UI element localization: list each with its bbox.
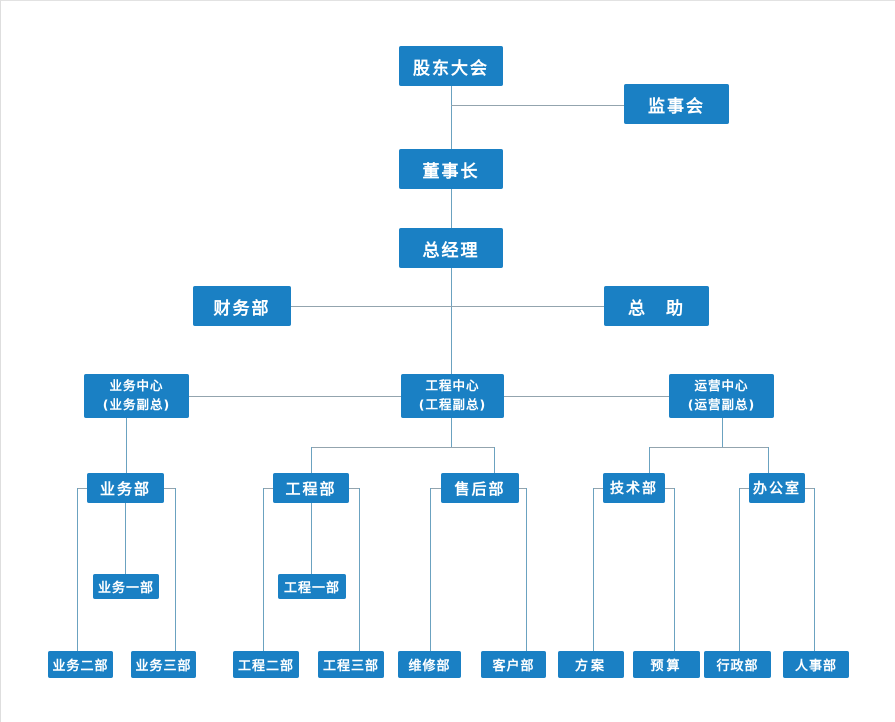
connector-line (451, 189, 452, 228)
node-office: 办公室 (749, 473, 805, 503)
node-sublabel: (业务副总) (102, 397, 171, 412)
node-sublabel: (工程副总) (418, 397, 487, 412)
node-maintenance-dept: 维修部 (398, 651, 461, 678)
connector-line (349, 488, 359, 489)
connector-line (311, 503, 312, 574)
connector-line (451, 268, 452, 375)
connector-line (189, 396, 401, 397)
connector-line (175, 488, 176, 651)
node-finance-dept: 财务部 (193, 286, 291, 326)
node-chairman: 董事长 (399, 149, 503, 189)
connector-line (649, 447, 650, 473)
connector-line (430, 488, 441, 489)
node-business-div1: 业务一部 (93, 574, 159, 599)
node-operations-center: 运营中心 (运营副总) (669, 374, 774, 418)
connector-line (311, 447, 494, 448)
node-customer-dept: 客户部 (481, 651, 546, 678)
connector-line (126, 418, 127, 473)
node-supervisory-board: 监事会 (624, 84, 729, 124)
connector-line (674, 488, 675, 651)
node-engineering-dept: 工程部 (273, 473, 349, 503)
connector-line (649, 447, 769, 448)
node-shareholders-meeting: 股东大会 (399, 46, 503, 86)
node-engineering-div3: 工程三部 (318, 651, 384, 678)
connector-line (722, 418, 723, 447)
node-aftersales-dept: 售后部 (441, 473, 519, 503)
connector-line (494, 447, 495, 473)
node-proposal-team: 方案 (558, 651, 624, 678)
node-business-dept: 业务部 (87, 473, 164, 503)
connector-line (291, 306, 604, 307)
connector-line (77, 488, 78, 651)
node-business-div2: 业务二部 (48, 651, 113, 678)
node-label: 业务中心 (109, 378, 164, 394)
connector-line (504, 396, 669, 397)
connector-line (804, 488, 814, 489)
node-hr-dept: 人事部 (783, 651, 849, 678)
node-engineering-div2: 工程二部 (233, 651, 299, 678)
node-engineering-div1: 工程一部 (278, 574, 346, 599)
connector-line (359, 488, 360, 651)
connector-line (263, 488, 273, 489)
node-engineering-center: 工程中心 (工程副总) (401, 374, 504, 418)
node-general-manager: 总经理 (399, 228, 503, 268)
connector-line (739, 488, 749, 489)
connector-line (593, 488, 594, 651)
connector-line (526, 488, 527, 651)
node-sublabel: (运营副总) (687, 397, 756, 412)
connector-line (593, 488, 603, 489)
connector-line (519, 488, 527, 489)
node-technology-dept: 技术部 (603, 473, 665, 503)
connector-line (451, 418, 452, 447)
connector-line (768, 447, 769, 473)
node-gm-assistant: 总 助 (604, 286, 709, 326)
node-admin-dept: 行政部 (704, 651, 771, 678)
connector-line (814, 488, 815, 651)
connector-line (125, 503, 126, 574)
node-business-center: 业务中心 (业务副总) (84, 374, 189, 418)
connector-line (77, 488, 87, 489)
node-budget-team: 预算 (633, 651, 700, 678)
connector-line (263, 488, 264, 651)
connector-line (739, 488, 740, 651)
connector-line (311, 447, 312, 473)
connector-line (451, 105, 624, 106)
node-label: 运营中心 (694, 378, 749, 394)
connector-line (430, 488, 431, 651)
connector-line (451, 86, 452, 149)
node-business-div3: 业务三部 (131, 651, 196, 678)
connector-line (663, 488, 674, 489)
connector-line (164, 488, 175, 489)
node-label: 工程中心 (425, 378, 480, 394)
